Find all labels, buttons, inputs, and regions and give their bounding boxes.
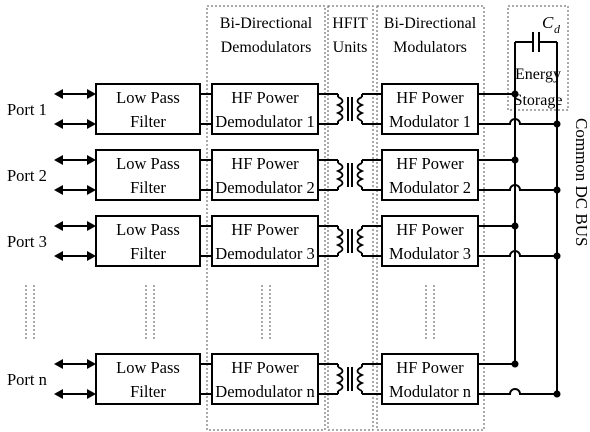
demodulator-label-line1: HF Power xyxy=(231,220,299,239)
hf-power-demodulator-block xyxy=(211,149,319,201)
demodulator-label-line2: Demodulator 1 xyxy=(215,112,314,131)
hf-power-demodulator-block xyxy=(211,83,319,135)
filter-label-line2: Filter xyxy=(130,382,166,401)
modulators-header-line2: Modulators xyxy=(393,39,467,56)
bus-junction-dot xyxy=(511,90,519,98)
column-frames xyxy=(206,5,569,431)
modulator-label-line1: HF Power xyxy=(396,220,464,239)
modulators-column-frame xyxy=(376,5,485,431)
demodulator-label-line2: Demodulator 2 xyxy=(215,178,314,197)
filter-label-line1: Low Pass xyxy=(116,358,180,377)
hfit-transformer-icon xyxy=(318,93,382,125)
column-headers: Bi-Directional Demodulators HFIT Units B… xyxy=(220,15,477,56)
filter-label-line1: Low Pass xyxy=(116,88,180,107)
hfit-header-line2: Units xyxy=(333,39,368,56)
filter-label-line1: Low Pass xyxy=(116,154,180,173)
modulator-label-line1: HF Power xyxy=(396,358,464,377)
common-dc-bus-label: Common DC BUS xyxy=(572,118,590,246)
modulator-label-line2: Modulator 3 xyxy=(389,244,471,263)
bus-connection-wire xyxy=(478,250,557,257)
capacitor-subscript: d xyxy=(554,22,561,36)
port-row xyxy=(95,149,479,201)
row-ellipsis xyxy=(25,285,435,340)
hf-power-demodulator-block xyxy=(211,215,319,267)
port-row xyxy=(95,83,479,135)
filter-label-line1: Low Pass xyxy=(116,220,180,239)
demodulator-label-line1: HF Power xyxy=(231,88,299,107)
hf-power-modulator-block xyxy=(381,83,479,135)
demodulators-header-line2: Demodulators xyxy=(221,39,312,56)
hf-power-modulator-block xyxy=(381,215,479,267)
port-row xyxy=(95,353,479,405)
port-terminal-arrow xyxy=(54,185,96,195)
port-label: Port 1 xyxy=(7,100,47,119)
port-terminal-arrow xyxy=(54,221,96,231)
port-terminal-arrow xyxy=(54,155,96,165)
energy-storage-line2: Storage xyxy=(514,92,563,109)
port-label: Port 3 xyxy=(7,232,47,251)
hf-power-modulator-block xyxy=(381,149,479,201)
bus-connection-wire xyxy=(478,388,557,395)
filter-label-line2: Filter xyxy=(130,178,166,197)
filter-label-line2: Filter xyxy=(130,112,166,131)
bus-connection-wire xyxy=(478,118,557,125)
demodulator-label-line1: HF Power xyxy=(231,154,299,173)
filter-label-line2: Filter xyxy=(130,244,166,263)
dc-bus-wiring xyxy=(478,90,561,398)
port-label: Port n xyxy=(7,370,47,389)
port-terminal-arrow xyxy=(54,89,96,99)
modulator-label-line2: Modulator 2 xyxy=(389,178,471,197)
modulators-header-line1: Bi-Directional xyxy=(384,15,477,32)
port-row xyxy=(95,215,479,267)
hfit-transformer-icon xyxy=(318,363,382,395)
hfit-header-line1: HFIT xyxy=(332,15,368,32)
low-pass-filter-block xyxy=(95,149,201,201)
modulator-label-line2: Modulator n xyxy=(389,382,471,401)
hfit-column-frame xyxy=(327,5,374,431)
energy-storage-frame xyxy=(507,5,569,111)
hf-power-modulator-block xyxy=(381,353,479,405)
energy-storage-line1: Energy xyxy=(515,66,561,83)
port-label: Port 2 xyxy=(7,166,47,185)
port-terminal-arrow xyxy=(54,251,96,261)
low-pass-filter-block xyxy=(95,353,201,405)
port-terminal-arrow xyxy=(54,359,96,369)
demodulator-label-line1: HF Power xyxy=(231,358,299,377)
demodulator-label-line2: Demodulator 3 xyxy=(215,244,314,263)
hf-power-demodulator-block xyxy=(211,353,319,405)
hfit-transformer-icon xyxy=(318,225,382,257)
bus-connection-wire xyxy=(478,184,557,191)
modulator-label-line2: Modulator 1 xyxy=(389,112,471,131)
demodulators-header-line1: Bi-Directional xyxy=(220,15,313,32)
hfit-transformer-icon xyxy=(318,159,382,191)
low-pass-filter-block xyxy=(95,83,201,135)
port-terminal-arrow xyxy=(54,389,96,399)
port-terminal-arrow xyxy=(54,119,96,129)
energy-storage-capacitor: C d Energy Storage xyxy=(514,13,563,118)
low-pass-filter-block xyxy=(95,215,201,267)
capacitor-label: C xyxy=(542,13,554,32)
demodulators-column-frame xyxy=(206,5,326,431)
modulator-label-line1: HF Power xyxy=(396,88,464,107)
modulator-label-line1: HF Power xyxy=(396,154,464,173)
demodulator-label-line2: Demodulator n xyxy=(215,382,314,401)
